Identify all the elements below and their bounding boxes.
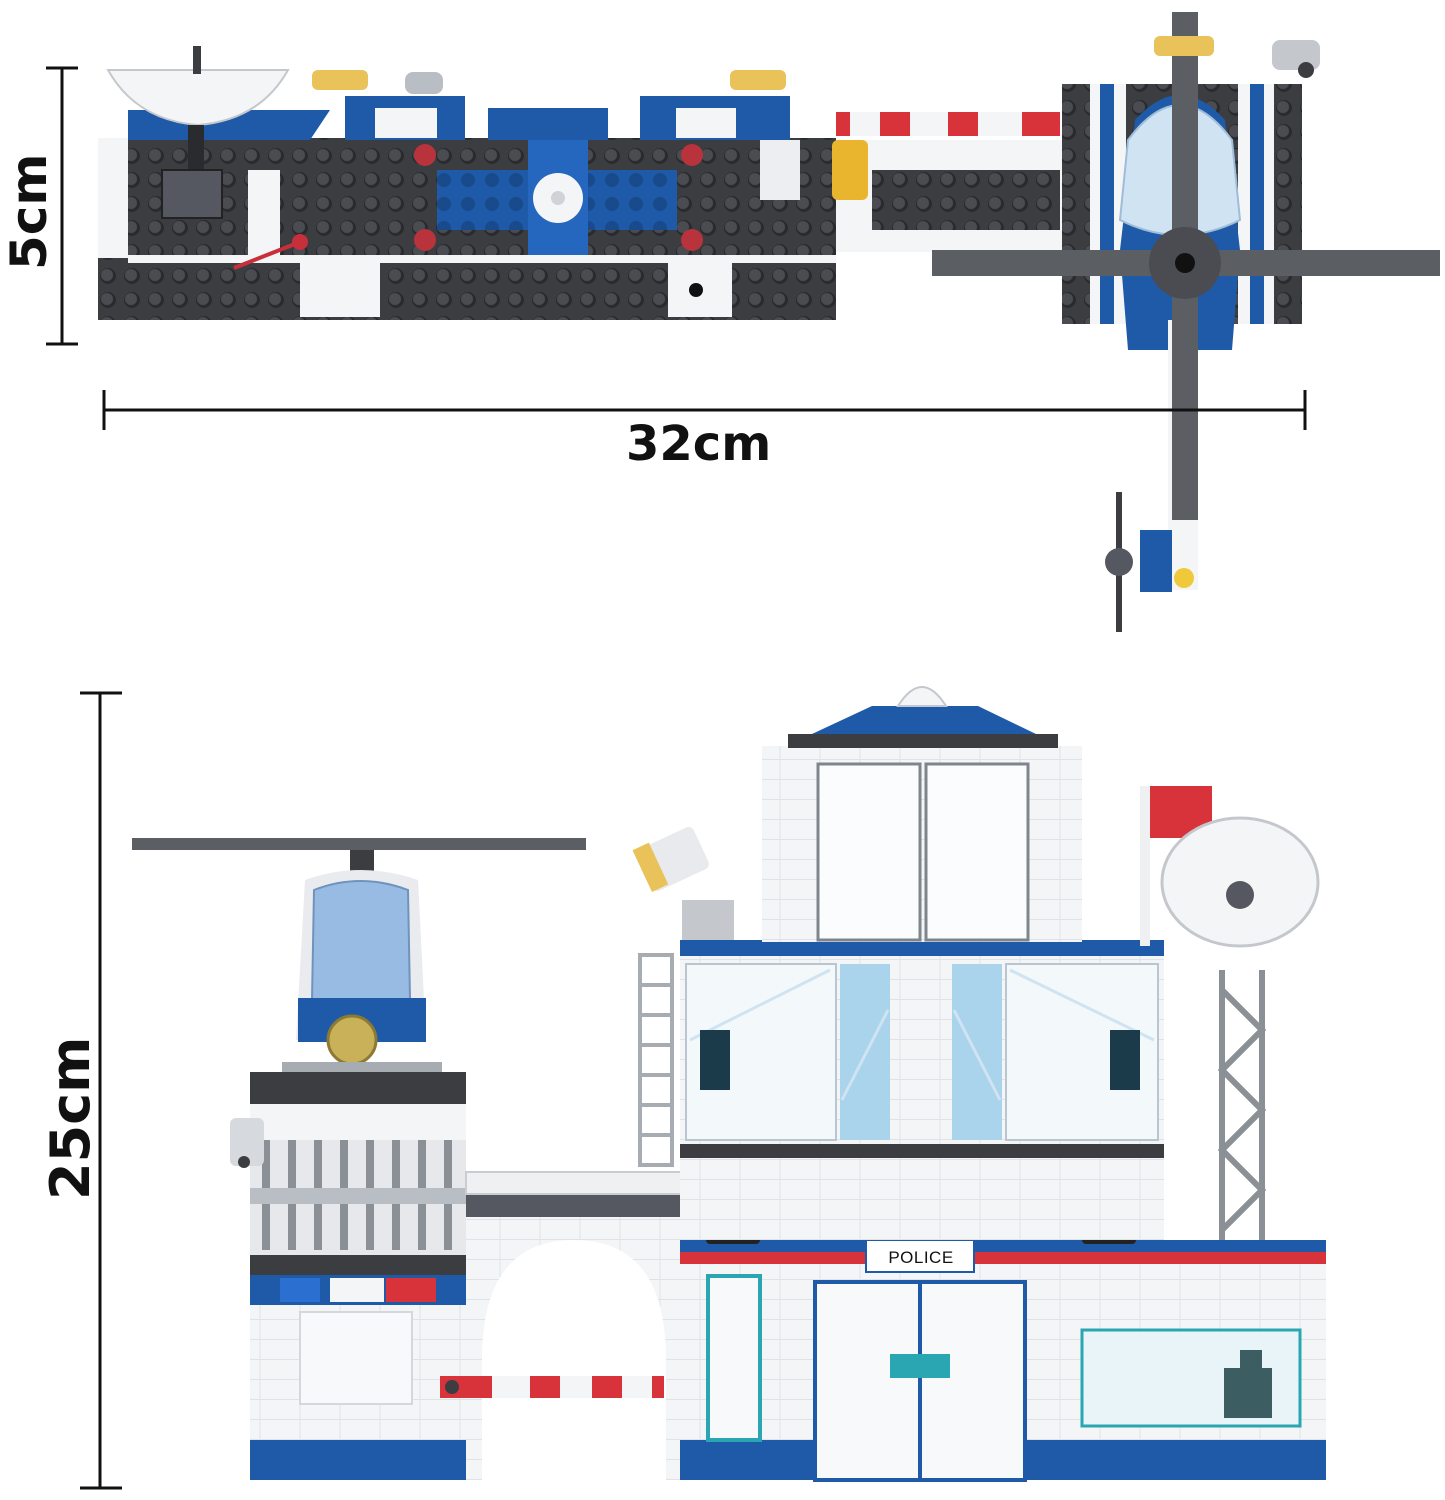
barrier-stripe xyxy=(880,112,910,136)
yellow-light xyxy=(730,70,786,90)
ladder-rungs xyxy=(640,983,672,1137)
spotlight-base xyxy=(682,900,734,940)
black-stud xyxy=(689,283,703,297)
police-sign-plate xyxy=(865,1239,975,1273)
barrier-stripe xyxy=(592,1376,622,1398)
camera-lens xyxy=(238,1156,250,1168)
left-tower-ledge xyxy=(250,1255,466,1275)
dimension-top-width xyxy=(102,390,1307,430)
main-blue-roofline xyxy=(680,1240,1326,1252)
middle-floor-blue-top xyxy=(680,940,1164,956)
camera-lens xyxy=(1298,62,1314,78)
helipad-blue-stripe xyxy=(1100,84,1114,324)
dimension-top-height xyxy=(46,66,78,346)
top-white-block xyxy=(760,140,800,200)
yellow-light xyxy=(1154,36,1214,56)
helicopter-rotor xyxy=(132,838,586,850)
helipad-blue-stripe xyxy=(1250,84,1264,324)
red-stud xyxy=(681,229,703,251)
barrier-stripe xyxy=(1022,112,1060,136)
dimension-label-height-top: 5cm xyxy=(0,153,58,270)
top-floor xyxy=(762,746,1082,942)
barrier-stripe xyxy=(948,112,978,136)
helicopter-headlight xyxy=(326,1014,378,1066)
window-frame-diagonal xyxy=(689,968,1155,1101)
red-lever-knob xyxy=(292,234,308,250)
tail-light xyxy=(1174,568,1194,588)
top-white-tile xyxy=(375,108,437,138)
radar-dish-center xyxy=(1226,881,1254,909)
dish-mast xyxy=(193,46,201,74)
top-white-disc-center xyxy=(551,191,565,205)
middle-floor-dark-ledge xyxy=(680,1144,1164,1158)
helipad-white xyxy=(250,1104,466,1140)
barrier-pivot xyxy=(445,1380,459,1394)
minifigure-silhouette xyxy=(1224,1350,1272,1418)
dish-mast xyxy=(188,125,204,170)
main-red-stripe xyxy=(680,1252,1326,1264)
red-stud xyxy=(414,144,436,166)
police-sign-text: POLICE xyxy=(888,1248,954,1267)
bridge-arch xyxy=(466,1217,682,1480)
bridge-railing xyxy=(465,1171,683,1195)
bridge-deck xyxy=(466,1195,682,1217)
yellow-light xyxy=(312,70,368,90)
top-blue-roof xyxy=(488,108,608,140)
barrier-stripe xyxy=(652,1376,664,1398)
top-floor-roof-ledge xyxy=(788,734,1058,748)
siren-light-white xyxy=(330,1278,384,1302)
grey-cylinder xyxy=(405,72,443,94)
siren-light-red xyxy=(386,1278,436,1302)
helicopter-skid xyxy=(282,1062,442,1072)
interior-figure xyxy=(1110,1030,1140,1090)
top-white-tile xyxy=(676,108,736,138)
left-tower-blue-band xyxy=(250,1440,466,1480)
top-white-block xyxy=(248,170,280,260)
barrier-stripe xyxy=(836,112,850,136)
roof-dome xyxy=(896,686,948,707)
barrier-stripe xyxy=(530,1376,560,1398)
left-tower-ledge xyxy=(250,1188,466,1204)
main-rotor-hub-center xyxy=(1175,253,1195,273)
left-tower-window xyxy=(299,1311,413,1405)
dimension-label-height-front: 25cm xyxy=(39,1036,102,1200)
top-white-block xyxy=(300,262,380,317)
helicopter-windshield xyxy=(310,880,412,1001)
top-floor-window xyxy=(816,762,922,942)
siren-light-blue xyxy=(280,1278,320,1302)
top-seat xyxy=(161,169,223,219)
radar-tower-lattice xyxy=(1217,970,1267,1240)
helicopter-tail-blue xyxy=(1140,530,1172,592)
top-white-edge xyxy=(98,138,128,258)
ladder xyxy=(638,953,674,1167)
helipad-platform xyxy=(250,1072,466,1106)
interior-figure xyxy=(700,1030,730,1090)
top-bridge-road xyxy=(872,170,1060,230)
flag-pole xyxy=(1140,786,1150,946)
dimension-label-width-top: 32cm xyxy=(626,416,772,472)
tail-rotor-hub xyxy=(1105,548,1133,576)
red-stud xyxy=(681,144,703,166)
spotlight-lens xyxy=(632,842,669,892)
security-camera xyxy=(230,1118,264,1166)
yellow-light xyxy=(832,140,868,200)
security-camera xyxy=(1272,40,1320,70)
top-floor-roof xyxy=(812,706,1036,734)
door-handle xyxy=(890,1354,950,1378)
top-view xyxy=(98,12,1440,632)
front-view xyxy=(132,686,1326,1482)
dimension-front-height xyxy=(80,691,122,1490)
red-stud xyxy=(414,229,436,251)
red-lever xyxy=(233,240,301,270)
top-floor-window xyxy=(924,762,1030,942)
top-white-strip xyxy=(128,255,836,263)
top-satellite-dish xyxy=(106,69,290,127)
side-door xyxy=(706,1274,762,1442)
